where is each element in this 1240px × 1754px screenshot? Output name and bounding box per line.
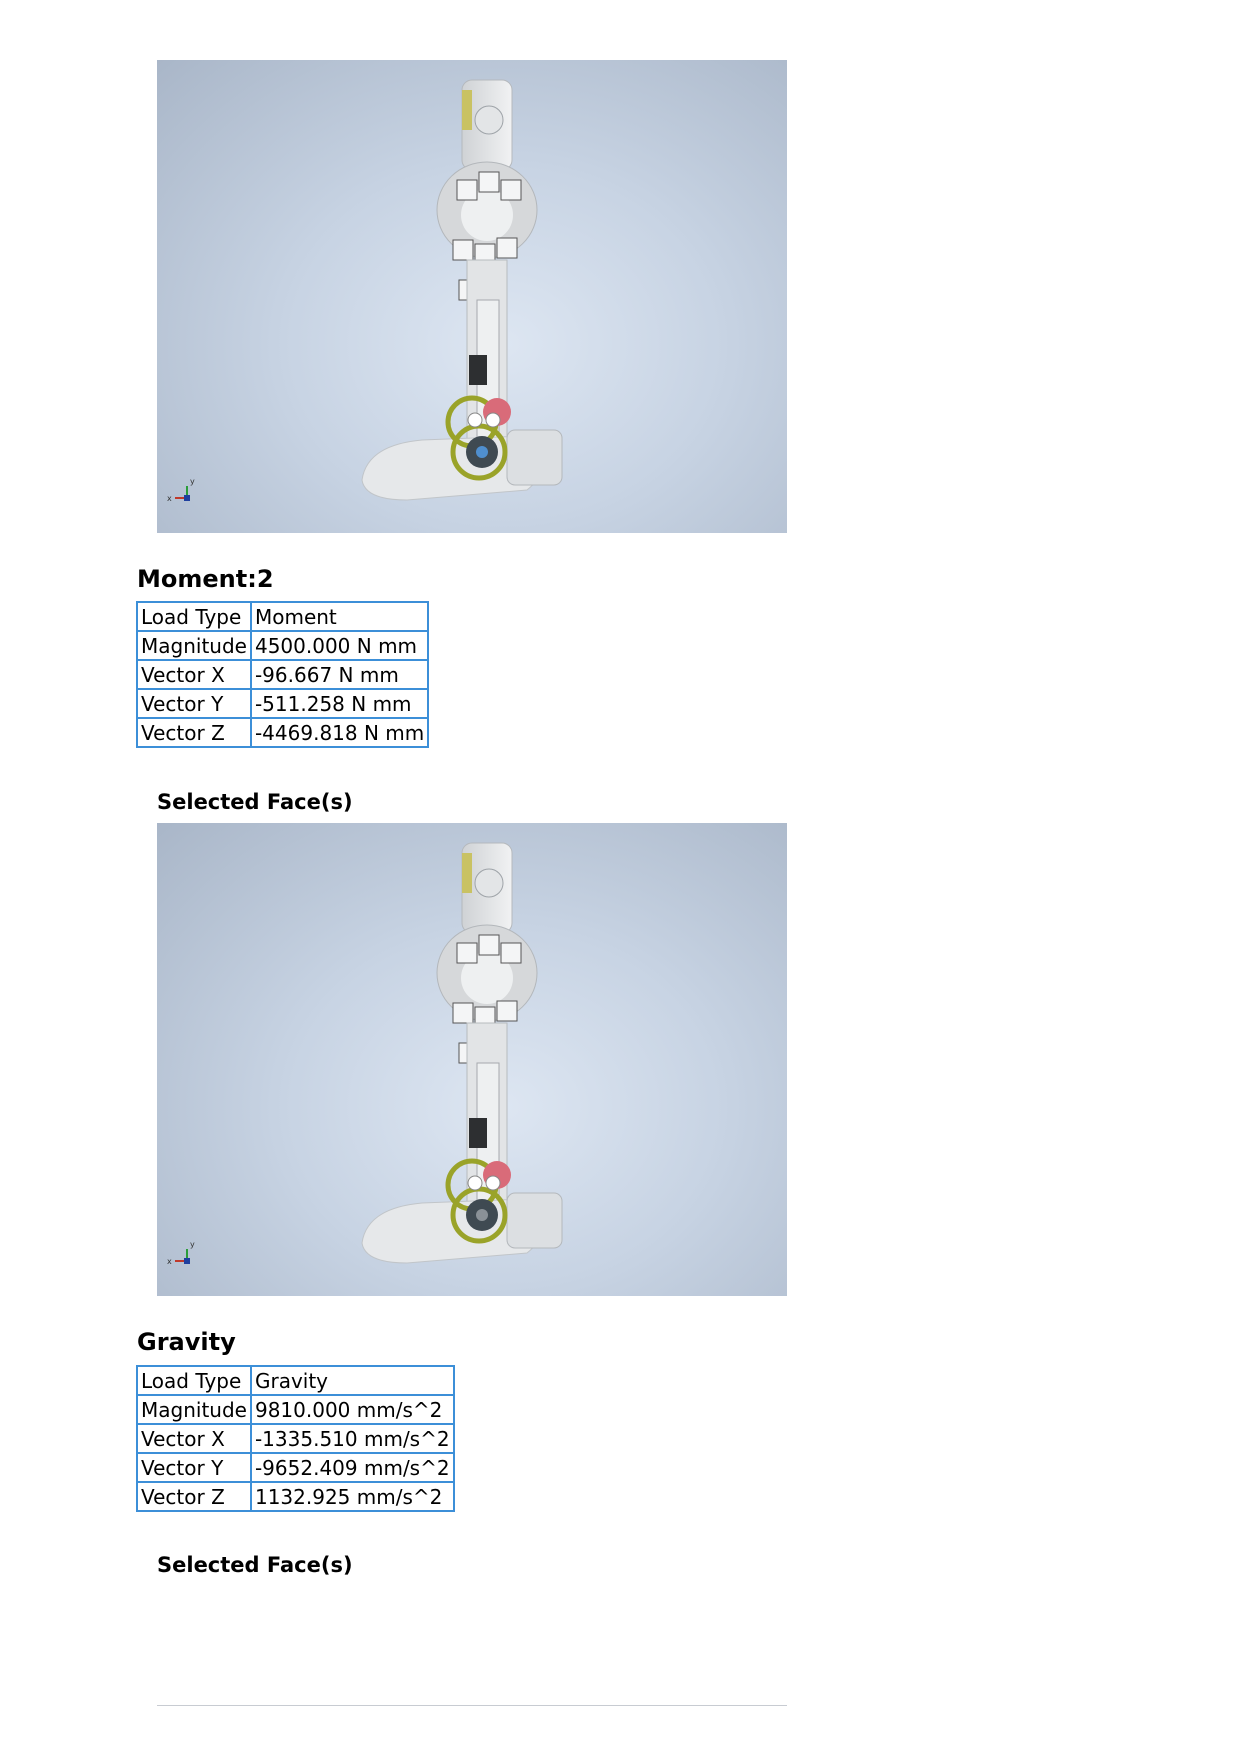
selected-faces-heading: Selected Face(s) xyxy=(157,1553,353,1577)
row-value: -96.667 N mm xyxy=(249,659,430,690)
svg-text:y: y xyxy=(190,1240,195,1249)
row-value: -9652.409 mm/s^2 xyxy=(249,1452,455,1483)
row-value: -1335.510 mm/s^2 xyxy=(249,1423,455,1454)
moment-properties-table: Load Type Moment Magnitude 4500.000 N mm… xyxy=(136,601,430,748)
robot-leg-model: x y xyxy=(167,79,563,503)
row-value: -511.258 N mm xyxy=(249,688,430,719)
row-value: -4469.818 N mm xyxy=(249,717,430,748)
svg-text:y: y xyxy=(190,477,195,486)
table-row: Magnitude 9810.000 mm/s^2 xyxy=(136,1394,455,1425)
row-value: 1132.925 mm/s^2 xyxy=(249,1481,455,1512)
robot-leg-model: x y xyxy=(167,842,563,1266)
table-row: Vector Z -4469.818 N mm xyxy=(136,717,430,748)
row-value: Gravity xyxy=(249,1365,455,1396)
section-title-moment: Moment:2 xyxy=(137,565,274,593)
svg-text:x: x xyxy=(167,1257,172,1266)
axis-triad-icon: x y xyxy=(167,1240,195,1266)
row-value: 9810.000 mm/s^2 xyxy=(249,1394,455,1425)
table-row: Load Type Moment xyxy=(136,601,430,632)
svg-text:x: x xyxy=(167,494,172,503)
row-label: Magnitude xyxy=(136,1394,252,1425)
table-row: Vector Z 1132.925 mm/s^2 xyxy=(136,1481,455,1512)
gravity-properties-table: Load Type Gravity Magnitude 9810.000 mm/… xyxy=(136,1365,455,1512)
table-row: Vector X -96.667 N mm xyxy=(136,659,430,690)
table-row: Vector Y -511.258 N mm xyxy=(136,688,430,719)
table-row: Vector Y -9652.409 mm/s^2 xyxy=(136,1452,455,1483)
table-row: Magnitude 4500.000 N mm xyxy=(136,630,430,661)
section-title-gravity: Gravity xyxy=(137,1328,236,1356)
row-label: Load Type xyxy=(136,1365,252,1396)
model-render-image-moment: x y xyxy=(157,823,787,1296)
row-label: Vector Z xyxy=(136,1481,252,1512)
selected-faces-heading: Selected Face(s) xyxy=(157,790,353,814)
axis-triad-icon: x y xyxy=(167,477,195,503)
model-render-image-top: x y xyxy=(157,60,787,533)
row-value: 4500.000 N mm xyxy=(249,630,430,661)
row-label: Vector X xyxy=(136,1423,252,1454)
row-label: Magnitude xyxy=(136,630,252,661)
table-row: Load Type Gravity xyxy=(136,1365,455,1396)
page-divider xyxy=(157,1705,787,1706)
row-label: Vector X xyxy=(136,659,252,690)
row-value: Moment xyxy=(249,601,430,632)
row-label: Vector Y xyxy=(136,688,252,719)
row-label: Vector Z xyxy=(136,717,252,748)
row-label: Load Type xyxy=(136,601,252,632)
table-row: Vector X -1335.510 mm/s^2 xyxy=(136,1423,455,1454)
row-label: Vector Y xyxy=(136,1452,252,1483)
